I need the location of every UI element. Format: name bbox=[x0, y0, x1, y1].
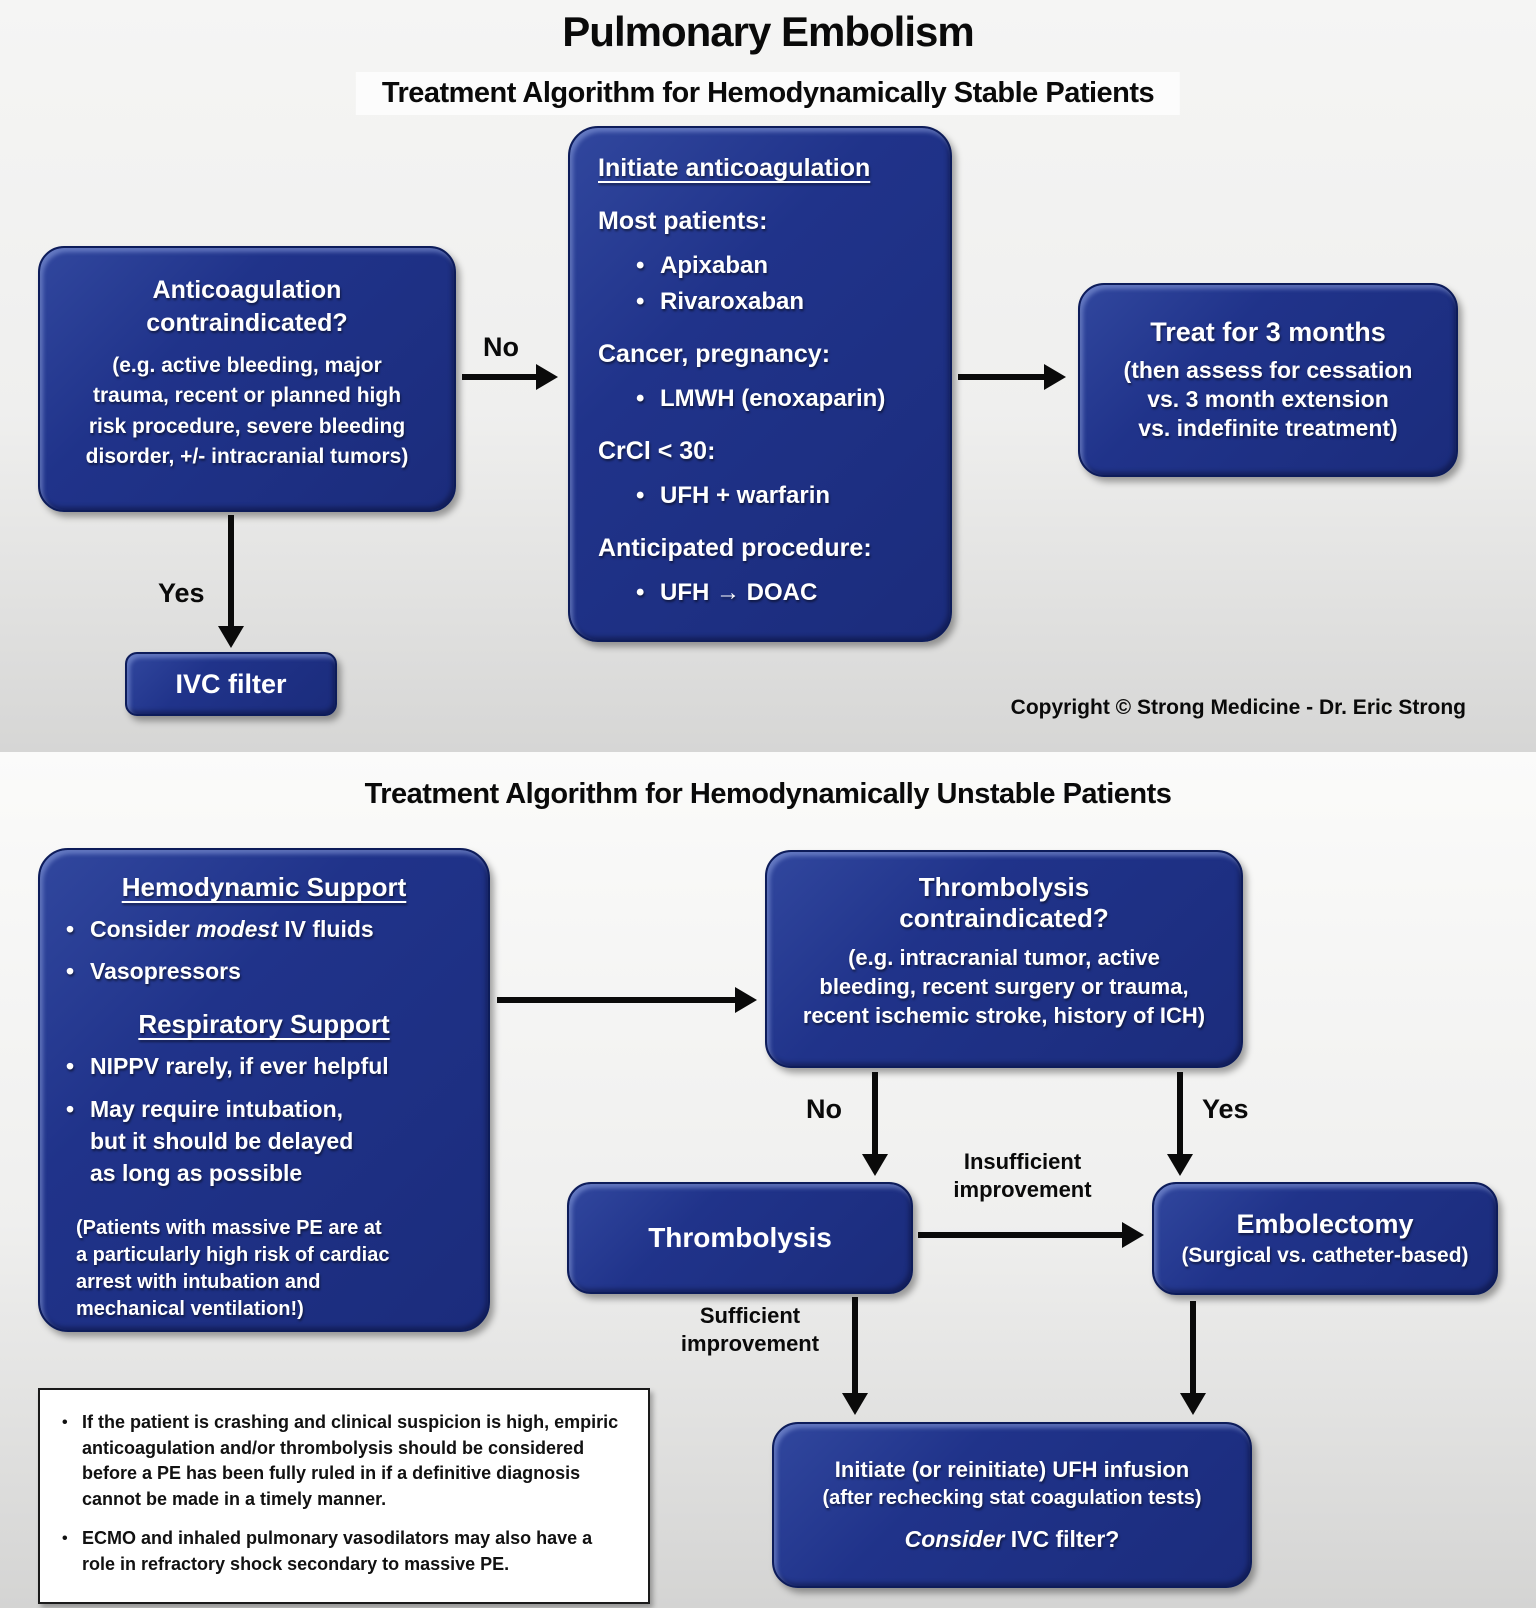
footnote-bullet-empiric: If the patient is crashing and clinical … bbox=[54, 1410, 630, 1512]
iv-fluids-pre: Consider bbox=[90, 916, 197, 942]
arrow-shaft bbox=[958, 374, 1046, 380]
anticoagulation-contraindicated-box: Anticoagulation contraindicated? (e.g. a… bbox=[38, 246, 456, 512]
arrow-right-head bbox=[1122, 1222, 1144, 1248]
arrow-right-head bbox=[536, 364, 558, 390]
arrow-shaft bbox=[497, 997, 737, 1003]
arrow-contraindicated-to-ivc bbox=[218, 515, 244, 648]
drug-apixaban: Apixaban bbox=[628, 252, 930, 280]
embolectomy-heading: Embolectomy bbox=[1236, 1209, 1414, 1239]
embolectomy-detail: (Surgical vs. catheter-based) bbox=[1181, 1244, 1469, 1267]
arrow-thrombolysis-to-embolectomy bbox=[918, 1222, 1144, 1248]
ufh-infusion-line1: Initiate (or reinitiate) UFH infusion bbox=[834, 1457, 1190, 1482]
thrombolysis-contraindicated-examples: (e.g. intracranial tumor, active bleedin… bbox=[802, 945, 1206, 1028]
group-crcl-label: CrCl < 30: bbox=[598, 437, 716, 465]
arrow-ci-no-down bbox=[862, 1072, 888, 1176]
drug-ufh-warfarin: UFH + warfarin bbox=[628, 482, 930, 510]
ivc-filter-box: IVC filter bbox=[125, 652, 337, 716]
thrombolysis-contraindicated-box: Thrombolysis contraindicated? (e.g. intr… bbox=[765, 850, 1243, 1068]
arrow-shaft bbox=[1177, 1072, 1183, 1156]
thrombolysis-box: Thrombolysis bbox=[567, 1182, 913, 1294]
sufficient-improvement-label: Sufficient improvement bbox=[680, 1303, 820, 1356]
treat-3-months-heading: Treat for 3 months bbox=[1150, 317, 1386, 348]
iv-fluids-italic: modest bbox=[196, 916, 278, 942]
anticoagulation-contraindicated-heading: Anticoagulation contraindicated? bbox=[146, 276, 348, 337]
footnote-box: If the patient is crashing and clinical … bbox=[38, 1388, 650, 1604]
arrow-right-head bbox=[1044, 364, 1066, 390]
arrow-down-head bbox=[1167, 1154, 1193, 1176]
consider-ivc-filter-line: Consider IVC filter? bbox=[905, 1526, 1120, 1553]
group-anticipated-procedure-label: Anticipated procedure: bbox=[598, 534, 872, 562]
bullet-nippv: NIPPV rarely, if ever helpful bbox=[58, 1050, 470, 1082]
unstable-subtitle: Treatment Algorithm for Hemodynamically … bbox=[364, 778, 1172, 810]
drug-ufh-doac: UFH → DOAC bbox=[628, 579, 930, 607]
thrombolysis-contraindicated-heading: Thrombolysis contraindicated? bbox=[899, 872, 1109, 934]
arrow-shaft bbox=[852, 1297, 858, 1395]
arrow-down-head bbox=[842, 1393, 868, 1415]
page-title: Pulmonary Embolism bbox=[562, 8, 974, 55]
iv-fluids-post: IV fluids bbox=[277, 916, 374, 942]
arrow-down-head bbox=[218, 626, 244, 648]
treat-3-months-detail: (then assess for cessation vs. 3 month e… bbox=[1123, 357, 1413, 441]
bullet-iv-fluids: Consider modest IV fluids bbox=[58, 913, 470, 945]
group-most-patients-label: Most patients: bbox=[598, 207, 768, 235]
stable-no-label: No bbox=[483, 332, 519, 362]
arrow-initiate-to-treat bbox=[958, 364, 1066, 390]
arrow-shaft bbox=[872, 1072, 878, 1156]
spacer bbox=[58, 987, 470, 1009]
arrow-ci-yes-down bbox=[1167, 1072, 1193, 1176]
arrow-right-head bbox=[735, 987, 757, 1013]
stable-yes-label: Yes bbox=[158, 578, 205, 608]
ivc-filter-question: IVC filter? bbox=[1004, 1526, 1120, 1552]
copyright-notice: Copyright © Strong Medicine - Dr. Eric S… bbox=[1010, 696, 1466, 719]
arrow-support-to-ci bbox=[497, 987, 757, 1013]
arrow-shaft bbox=[228, 515, 234, 628]
treat-3-months-box: Treat for 3 months (then assess for cess… bbox=[1078, 283, 1458, 477]
massive-pe-warning: (Patients with massive PE are at a parti… bbox=[76, 1217, 390, 1321]
arrow-embolectomy-down bbox=[1180, 1301, 1206, 1415]
drug-lmwh: LMWH (enoxaparin) bbox=[628, 385, 930, 413]
support-box: Hemodynamic Support Consider modest IV f… bbox=[38, 848, 490, 1332]
arrow-shaft bbox=[462, 374, 538, 380]
hemodynamic-support-heading: Hemodynamic Support bbox=[121, 872, 407, 902]
ufh-infusion-line2: (after rechecking stat coagulation tests… bbox=[822, 1487, 1202, 1509]
embolectomy-box: Embolectomy (Surgical vs. catheter-based… bbox=[1152, 1182, 1498, 1295]
arrow-shaft bbox=[918, 1232, 1124, 1238]
unstable-no-label: No bbox=[806, 1094, 842, 1124]
consider-italic: Consider bbox=[904, 1526, 1005, 1552]
insufficient-improvement-label: Insufficient improvement bbox=[953, 1149, 1092, 1202]
arrow-down-head bbox=[862, 1154, 888, 1176]
respiratory-support-heading: Respiratory Support bbox=[138, 1009, 390, 1040]
unstable-yes-label: Yes bbox=[1202, 1094, 1249, 1124]
bullet-vasopressors: Vasopressors bbox=[58, 955, 470, 987]
anticoagulation-contraindicated-examples: (e.g. active bleeding, major trauma, rec… bbox=[85, 354, 409, 469]
initiate-anticoagulation-heading: Initiate anticoagulation bbox=[598, 154, 871, 182]
stable-patients-slide: Pulmonary Embolism Treatment Algorithm f… bbox=[0, 0, 1536, 752]
ufh-infusion-box: Initiate (or reinitiate) UFH infusion (a… bbox=[772, 1422, 1252, 1588]
stable-subtitle: Treatment Algorithm for Hemodynamically … bbox=[355, 72, 1181, 115]
footnote-bullet-ecmo: ECMO and inhaled pulmonary vasodilators … bbox=[54, 1526, 630, 1577]
drug-rivaroxaban: Rivaroxaban bbox=[628, 288, 930, 316]
initiate-anticoagulation-box: Initiate anticoagulation Most patients: … bbox=[568, 126, 952, 642]
bullet-intubation: May require intubation, but it should be… bbox=[58, 1093, 470, 1190]
arrow-shaft bbox=[1190, 1301, 1196, 1395]
arrow-down-head bbox=[1180, 1393, 1206, 1415]
group-cancer-pregnancy-label: Cancer, pregnancy: bbox=[598, 340, 831, 368]
unstable-patients-slide: Treatment Algorithm for Hemodynamically … bbox=[0, 752, 1536, 1608]
arrow-thrombolysis-down bbox=[842, 1297, 868, 1415]
arrow-contraindicated-to-initiate bbox=[462, 364, 558, 390]
